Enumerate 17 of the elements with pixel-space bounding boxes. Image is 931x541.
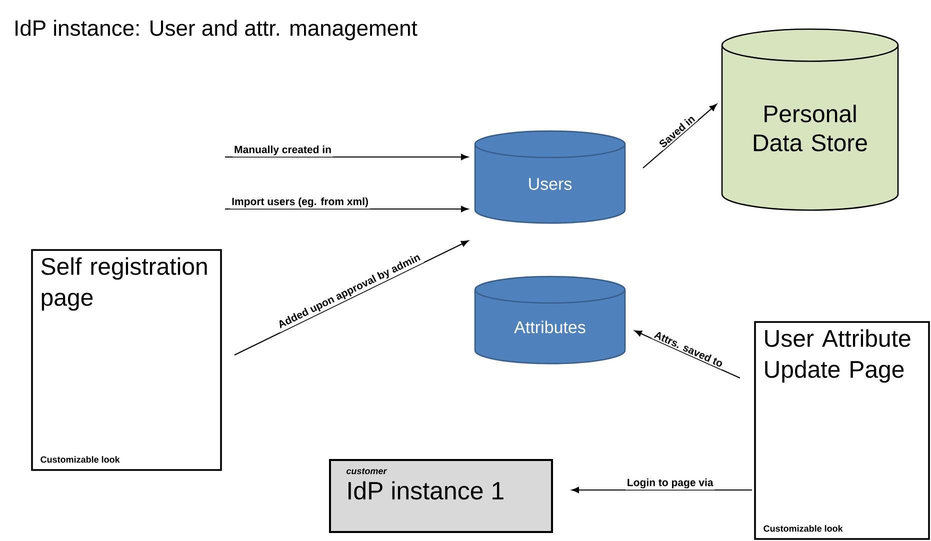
arrow [642, 104, 717, 168]
edge-label: Import users (eg. from xml) [230, 196, 370, 209]
edge-label: Attrs. saved to [652, 328, 726, 370]
database-cylinder: Personal Data Store [721, 28, 899, 211]
edge-label: Login to page via [625, 476, 715, 490]
database-cylinder: Attributes [474, 276, 626, 364]
arrow [225, 206, 468, 212]
page-box: Self registration page Customizable look [31, 249, 222, 471]
title: IdP instance: User and attr. management [16, 20, 418, 40]
instance-box: customer IdP instance 1 [329, 459, 553, 533]
arrow [572, 486, 752, 494]
arrow [225, 154, 468, 160]
arrow [634, 330, 740, 378]
arrow [234, 240, 469, 356]
edge-label: Manually created in [232, 144, 333, 157]
page-box: User Attribute Update Page Customizable look [754, 321, 930, 540]
database-cylinder: Users [474, 130, 626, 224]
